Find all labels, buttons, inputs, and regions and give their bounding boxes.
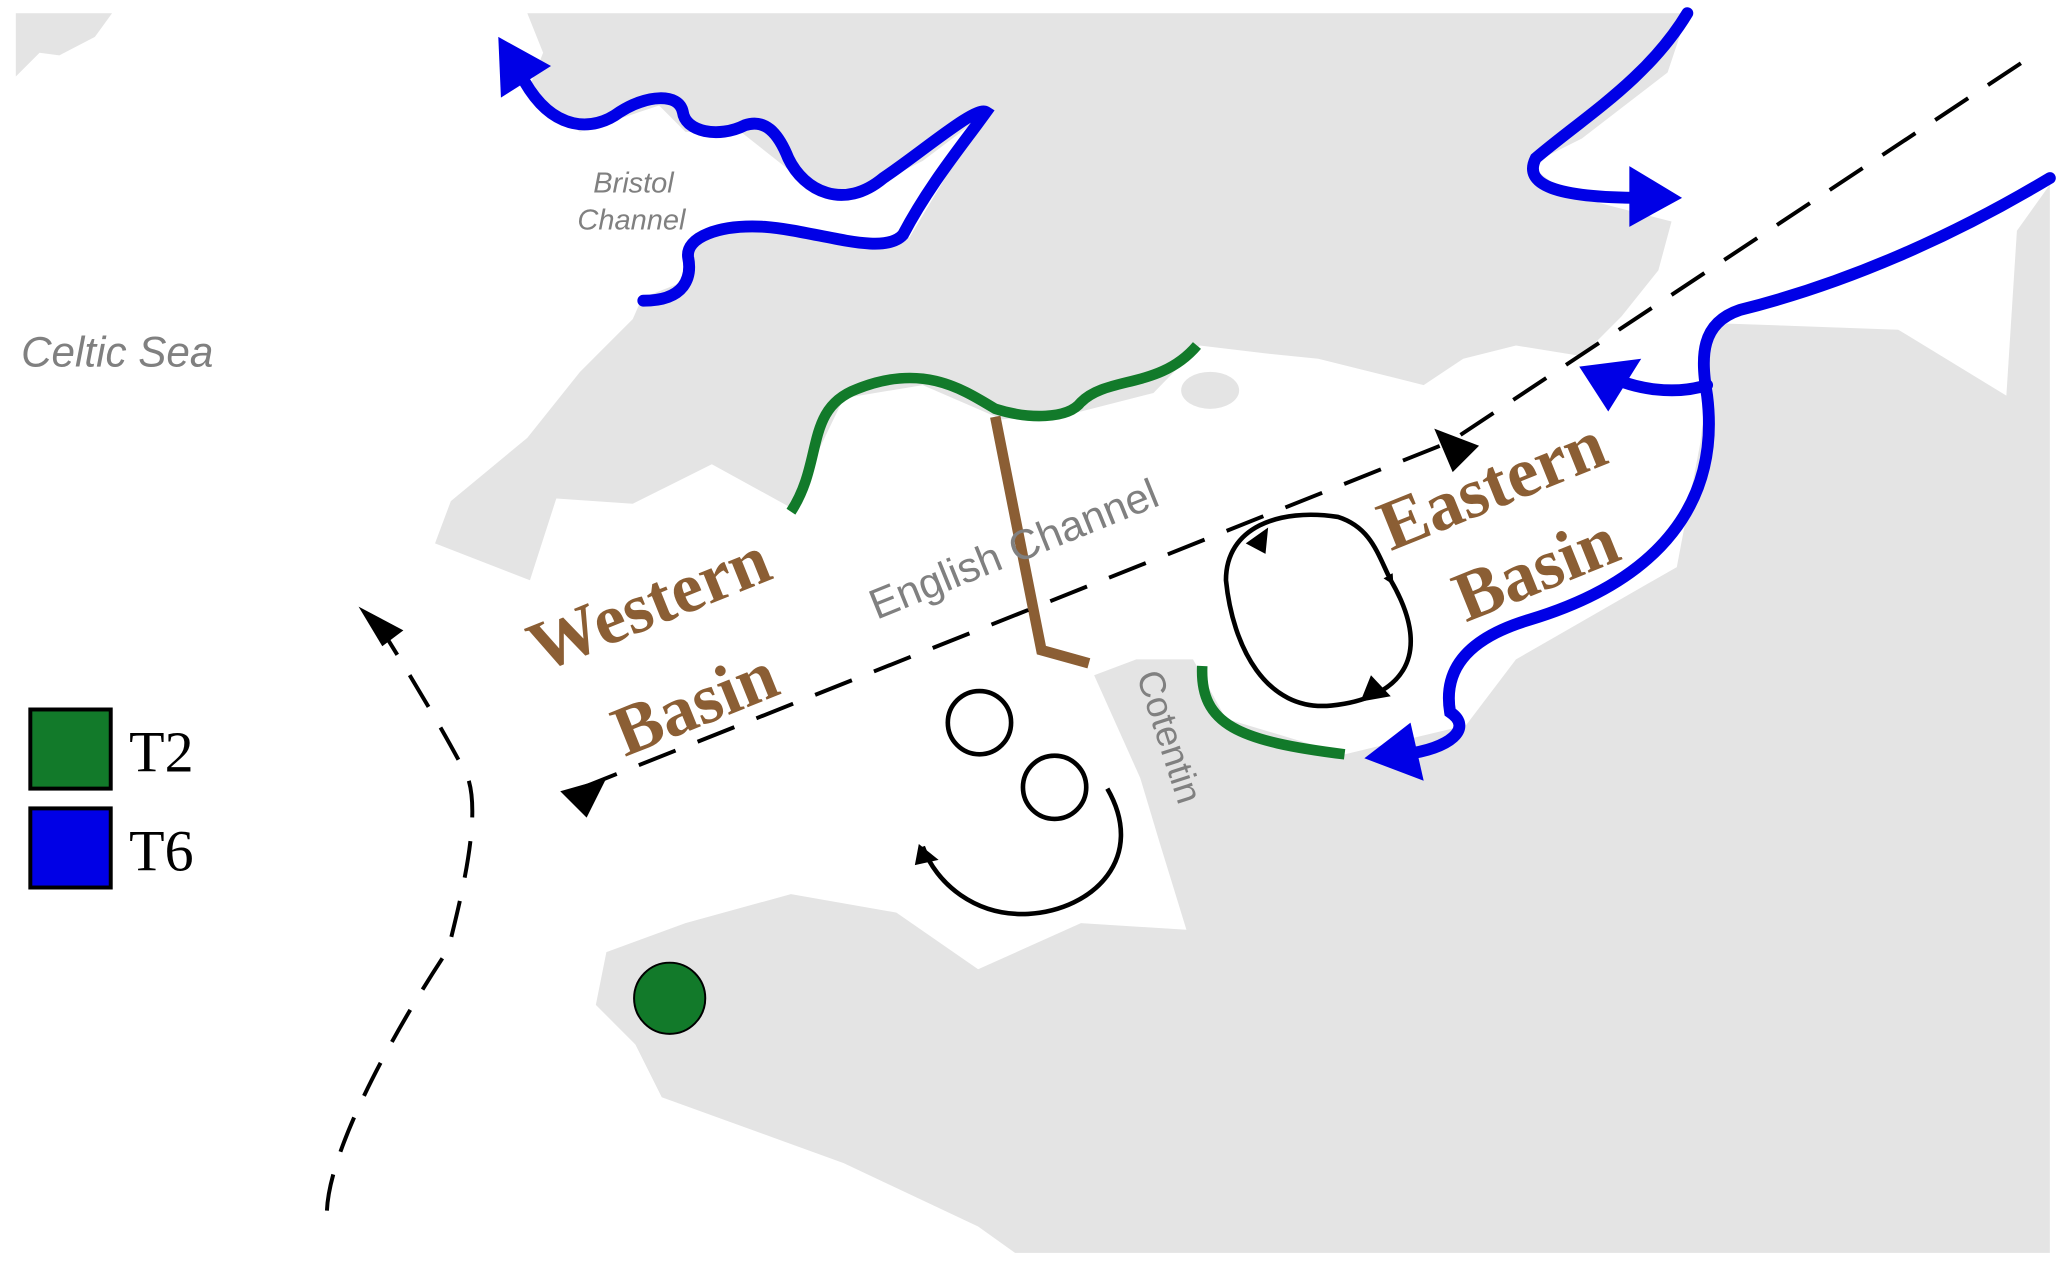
legend-label-t2: T2	[129, 719, 193, 784]
arrow-head-icon	[358, 606, 404, 647]
ireland-land	[15, 13, 113, 77]
t6-north-current	[1527, 7, 1694, 204]
arrow-head-icon	[1579, 358, 1642, 412]
legend: T2 T6	[28, 707, 194, 890]
isle-of-wight	[1181, 371, 1240, 409]
arrow-head-icon	[560, 778, 607, 818]
t6-east-current	[1397, 172, 2056, 761]
arrow-head-icon	[1245, 527, 1269, 554]
eddy-gulf	[920, 787, 1124, 917]
legend-label-t6: T6	[129, 818, 193, 883]
arrow-head-icon	[914, 844, 939, 866]
t6-bristol-current	[518, 75, 995, 307]
eddy-large	[1223, 512, 1413, 709]
basin-divider-line	[990, 415, 1091, 669]
western-dashed-current	[324, 615, 475, 1211]
arrow-head-icon	[1360, 675, 1391, 702]
bristol-channel-label-1: Bristol	[593, 168, 675, 200]
arrow-head-icon	[1629, 166, 1683, 227]
circulation	[324, 51, 2038, 1211]
legend-swatch-t2	[28, 707, 113, 791]
t2-fronts	[786, 341, 1346, 760]
channel-axis-dashed	[579, 51, 2038, 791]
france-land	[595, 184, 2050, 1253]
celtic-sea-label: Celtic Sea	[21, 329, 213, 376]
bristol-channel-label-2: Channel	[577, 204, 687, 236]
arrow-head-icon	[498, 36, 552, 98]
western-basin-label-2: Basin	[602, 636, 789, 772]
t6-currents	[518, 7, 2056, 761]
t6-arrowheads	[498, 36, 1683, 781]
eddy-jersey	[1020, 753, 1089, 822]
black-arrowheads	[358, 428, 1480, 866]
land	[15, 13, 2050, 1253]
t2-ushant-front-north	[786, 341, 1201, 515]
arrow-head-icon	[1364, 722, 1424, 781]
britain-land	[435, 13, 1688, 581]
eddy-guernsey	[945, 688, 1014, 757]
legend-swatch-t6	[28, 806, 113, 890]
t2-station-marker	[633, 961, 707, 1035]
arrow-head-icon	[1434, 428, 1480, 473]
t2-cotentin-front	[1196, 665, 1346, 760]
